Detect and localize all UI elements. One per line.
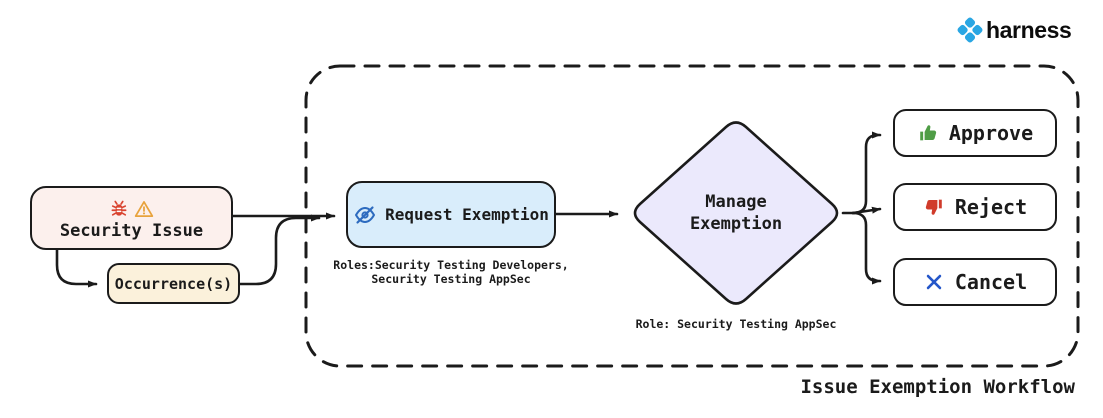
manage-exemption-line2: Exemption — [689, 214, 783, 234]
roles-caption-line2: Security Testing AppSec — [371, 271, 531, 286]
x-icon — [923, 271, 945, 293]
node-manage-exemption-label: Manage Exemption — [661, 191, 811, 235]
security-issue-icons — [109, 199, 154, 219]
manage-exemption-role-caption: Role: Security Testing AppSec — [611, 317, 861, 332]
role-caption-text: Role: Security Testing AppSec — [635, 317, 837, 331]
bug-icon — [109, 199, 129, 219]
thumbs-down-icon — [923, 196, 945, 218]
arrow-manage-to-approve — [851, 131, 882, 215]
manage-exemption-line1: Manage — [705, 192, 767, 212]
brand-name: harness — [986, 16, 1072, 43]
cancel-label: Cancel — [954, 270, 1028, 294]
node-security-issue: Security Issue — [30, 186, 233, 250]
request-exemption-roles-caption: Roles:Security Testing Developers, Secur… — [321, 258, 581, 286]
warning-icon — [134, 199, 154, 219]
harness-logo-icon — [956, 16, 984, 44]
approve-label: Approve — [948, 121, 1034, 145]
node-reject: Reject — [893, 183, 1057, 231]
node-occurrences: Occurrence(s) — [107, 263, 240, 304]
manage-exemption-diamond — [633, 121, 839, 305]
eye-off-icon — [353, 203, 377, 227]
thumbs-up-icon — [917, 122, 939, 144]
occurrences-label: Occurrence(s) — [114, 274, 233, 293]
security-issue-label: Security Issue — [59, 221, 204, 241]
request-exemption-label: Request Exemption — [385, 205, 549, 224]
brand: harness — [956, 16, 1072, 44]
roles-caption-line1: Roles:Security Testing Developers, — [333, 258, 569, 272]
reject-label: Reject — [954, 195, 1028, 219]
arrow-occurrences-to-request-exemption — [238, 214, 321, 286]
arrow-security-issue-to-occurrences — [55, 248, 98, 288]
node-approve: Approve — [893, 109, 1057, 157]
workflow-caption: Issue Exemption Workflow — [800, 376, 1075, 398]
node-request-exemption: Request Exemption — [346, 181, 556, 248]
node-cancel: Cancel — [893, 258, 1057, 306]
arrow-manage-to-cancel — [851, 211, 882, 285]
workflow-boundary — [304, 64, 1080, 368]
